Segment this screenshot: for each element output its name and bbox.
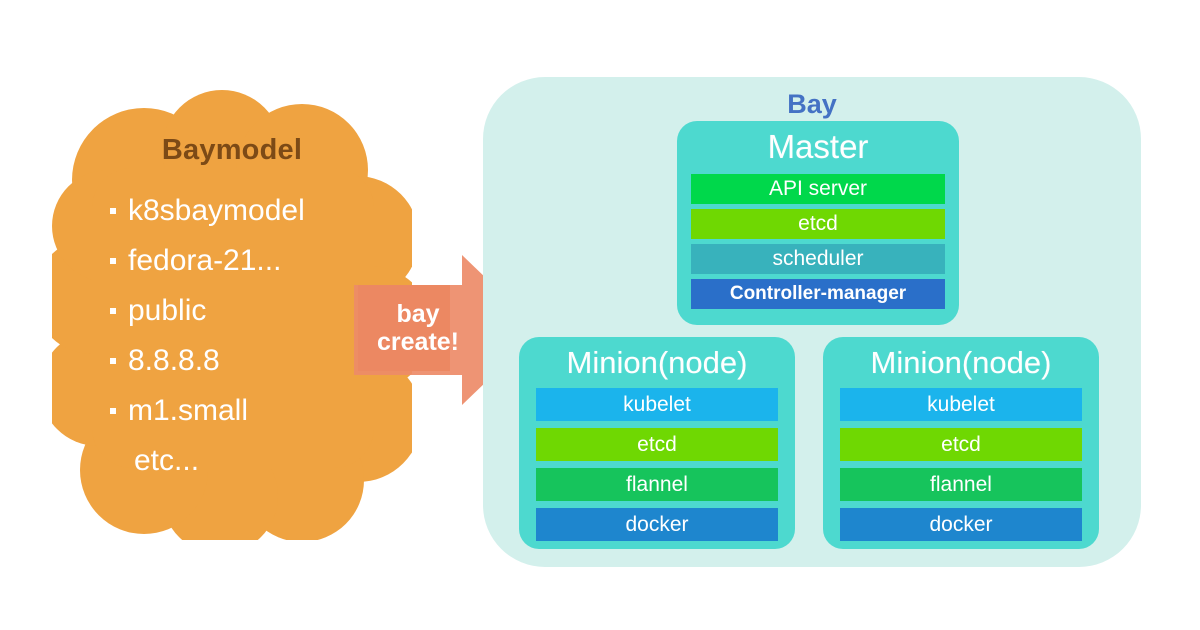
bay-container: Bay Master API server etcd scheduler Con… bbox=[483, 77, 1141, 567]
list-item-label: 8.8.8.8 bbox=[128, 344, 220, 377]
master-node: Master API server etcd scheduler Control… bbox=[677, 121, 959, 325]
minion-node-1: Minion(node) kubelet etcd flannel docker bbox=[519, 337, 795, 549]
component-scheduler: scheduler bbox=[691, 244, 945, 274]
master-node-title: Master bbox=[767, 128, 869, 165]
component-docker: docker bbox=[536, 508, 778, 541]
arrow-label: bay create! bbox=[358, 285, 478, 371]
component-kubelet: kubelet bbox=[536, 388, 778, 421]
component-etcd: etcd bbox=[840, 428, 1082, 461]
bullet-icon bbox=[110, 408, 116, 414]
list-item-label: fedora-21... bbox=[128, 244, 282, 277]
list-item: k8sbaymodel bbox=[110, 186, 410, 236]
bullet-icon bbox=[110, 208, 116, 214]
minion-node-2-title: Minion(node) bbox=[870, 345, 1052, 380]
minion-node-2: Minion(node) kubelet etcd flannel docker bbox=[823, 337, 1099, 549]
component-etcd: etcd bbox=[536, 428, 778, 461]
bullet-icon bbox=[110, 358, 116, 364]
arrow-label-line2: create! bbox=[377, 328, 459, 356]
component-flannel: flannel bbox=[536, 468, 778, 501]
component-api-server: API server bbox=[691, 174, 945, 204]
component-kubelet: kubelet bbox=[840, 388, 1082, 421]
minion-2-component-list: kubelet etcd flannel docker bbox=[840, 388, 1082, 541]
list-item-label: etc... bbox=[134, 444, 200, 477]
component-controller-manager: Controller-manager bbox=[691, 279, 945, 309]
list-item: public bbox=[110, 286, 410, 336]
bullet-icon bbox=[110, 308, 116, 314]
list-item: 8.8.8.8 bbox=[110, 336, 410, 386]
minion-1-component-list: kubelet etcd flannel docker bbox=[536, 388, 778, 541]
cloud-shape-icon bbox=[52, 90, 412, 540]
master-component-list: API server etcd scheduler Controller-man… bbox=[691, 174, 945, 309]
component-flannel: flannel bbox=[840, 468, 1082, 501]
bay-title: Bay bbox=[787, 89, 837, 119]
component-docker: docker bbox=[840, 508, 1082, 541]
list-item: etc... bbox=[110, 436, 410, 486]
baymodel-title: Baymodel bbox=[161, 134, 303, 166]
list-item: fedora-21... bbox=[110, 236, 410, 286]
baymodel-list: k8sbaymodel fedora-21... public 8.8.8.8 … bbox=[110, 186, 410, 486]
component-etcd: etcd bbox=[691, 209, 945, 239]
minion-node-1-title: Minion(node) bbox=[566, 345, 748, 380]
list-item-label: public bbox=[128, 294, 207, 327]
list-item-label: m1.small bbox=[128, 394, 249, 427]
list-item: m1.small bbox=[110, 386, 410, 436]
list-item-label: k8sbaymodel bbox=[128, 194, 305, 227]
bullet-icon bbox=[110, 258, 116, 264]
baymodel-cloud: Baymodel k8sbaymodel fedora-21... public… bbox=[52, 88, 412, 540]
arrow-label-line1: bay bbox=[396, 300, 440, 328]
